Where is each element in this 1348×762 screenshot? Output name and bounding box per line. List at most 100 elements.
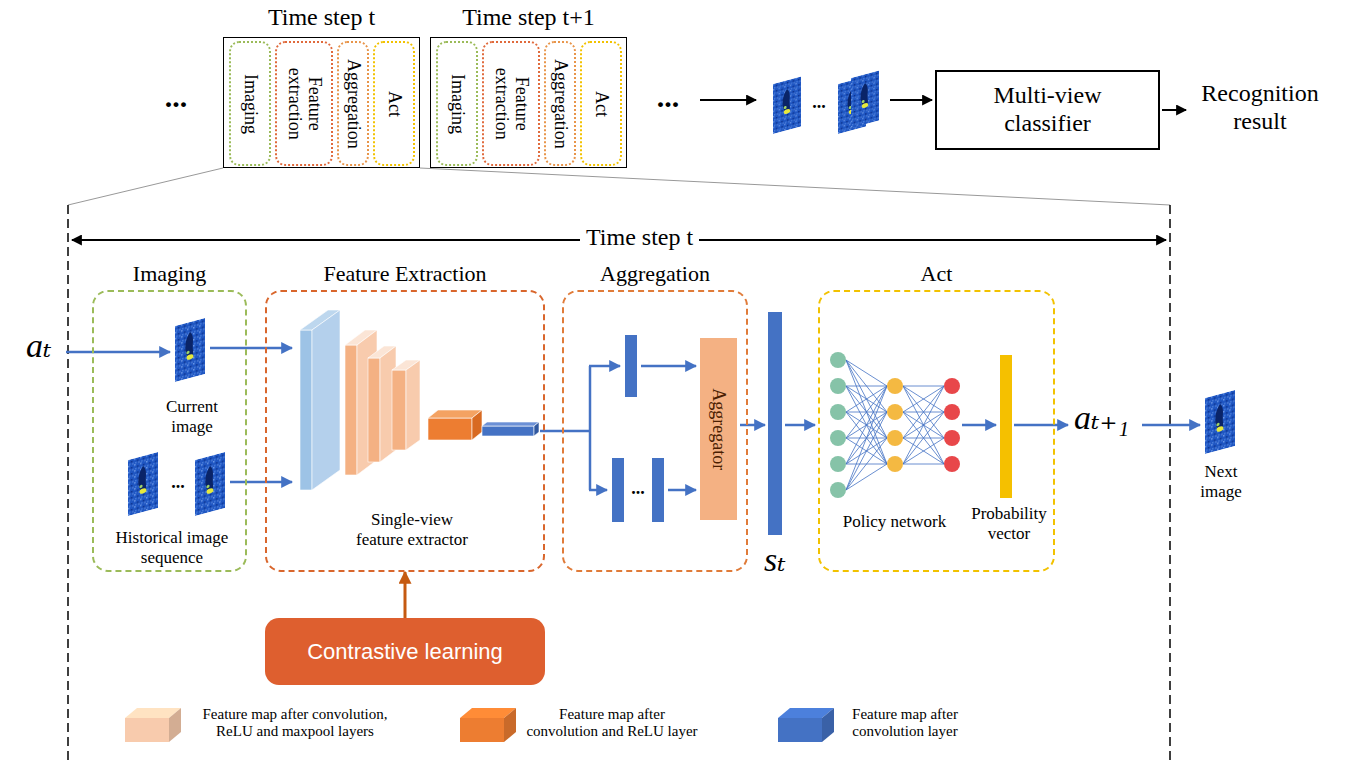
policy-network-figure-part — [1000, 355, 1012, 498]
policy-network-figure-part-part — [944, 378, 960, 394]
time-step-box: Time step t+1ImagingFeature extractionAg… — [430, 37, 627, 168]
policy-network-figure-part-part — [830, 456, 846, 472]
policy-network-figure-part-part — [830, 482, 846, 498]
node-label: Aggregator — [708, 388, 729, 470]
cnn-figure-part — [428, 418, 472, 440]
imaging-figure-part — [230, 481, 292, 484]
node-label: Multi-view classifier — [968, 82, 1128, 137]
stage-box: Aggregation — [337, 41, 369, 166]
stage-box: Feature extraction — [275, 41, 333, 166]
policy-network-figure-part — [830, 352, 846, 498]
policy-network-figure-part — [887, 378, 903, 472]
cnn-figure-part — [472, 410, 482, 440]
legend-cube — [460, 708, 516, 742]
policy-network-figure-part-part — [944, 456, 960, 472]
time-step-box: Time step tImagingFeature extractionAggr… — [223, 37, 420, 168]
imaging-figure-part — [66, 351, 170, 354]
stage-box: Imaging — [436, 41, 478, 166]
contrastive-box: Contrastive learning — [265, 618, 545, 685]
act-region: ActPolicy networkProbability vector — [818, 290, 1055, 572]
aggregation-figure-part — [768, 312, 782, 535]
node-label: Imaging — [447, 46, 467, 161]
legend-text: Feature map after convolution layer — [840, 706, 970, 741]
cnn-figure-part — [482, 426, 534, 436]
policy-network-figure-part-part — [830, 404, 846, 420]
zoom-lines-part — [67, 205, 69, 762]
policy-network-figure-part-part — [830, 430, 846, 446]
imaging-figure-part-part — [195, 452, 225, 516]
node-label: Contrastive learning — [307, 639, 503, 664]
policy-network-figure-part-part — [1205, 390, 1235, 454]
policy-network-figure-part-part — [830, 378, 846, 394]
stage-box: Imaging — [229, 41, 271, 166]
aggregation-region: AggregationAggregator — [562, 290, 748, 572]
node-label: Time step t — [194, 4, 449, 32]
cnn-figure — [300, 310, 539, 490]
span-label: Time step t — [580, 224, 699, 252]
legend-text: Feature map after convolution, ReLU and … — [190, 706, 400, 741]
policy-network-figure — [830, 352, 1235, 498]
zoom-lines-part — [68, 168, 223, 205]
legend-cube — [125, 708, 181, 742]
cnn-figure-part — [312, 310, 340, 490]
imaging-region: ImagingCurrent imageHistorical image seq… — [92, 290, 247, 572]
cnn-figure-part — [392, 370, 406, 450]
node-label: Feature extraction — [491, 46, 531, 161]
legend-text: Feature map after convolution and ReLU l… — [522, 706, 702, 741]
cnn-figure-part — [368, 358, 380, 462]
zoom-lines-part — [1169, 205, 1171, 762]
node-caption: Single-view feature extractor — [347, 510, 477, 549]
ellipsis: ... — [640, 80, 696, 115]
cnn-figure-part — [345, 345, 357, 475]
ellipsis: ... — [163, 472, 193, 493]
stage-box: Act — [580, 41, 622, 166]
policy-network-figure-part-part — [944, 430, 960, 446]
policy-network-figure-part — [1142, 424, 1200, 427]
ellipsis: ... — [626, 478, 650, 499]
cnn-figure-part — [482, 422, 539, 426]
aggregation-figure-part — [652, 458, 664, 522]
node-caption: Probability vector — [966, 504, 1052, 543]
feature-region: Feature ExtractionSingle-view feature ex… — [265, 290, 545, 572]
aggregation-figure-part — [612, 458, 624, 522]
stage-box: Act — [373, 41, 415, 166]
policy-network-figure-part — [1014, 424, 1068, 427]
aggregation-figure-part — [785, 424, 815, 427]
result-label: Recognition result — [1190, 80, 1330, 135]
legend-swatch — [460, 718, 504, 742]
ellipsis: ... — [804, 92, 834, 113]
zoom-lines — [68, 168, 1170, 762]
policy-network-figure-part-part — [887, 378, 903, 394]
stage-box: Feature extraction — [482, 41, 540, 166]
image-caption: Next image — [1188, 462, 1254, 501]
policy-network-figure-part-part — [887, 456, 903, 472]
node-caption: Historical image sequence — [107, 528, 237, 567]
state-symbol: sₜ — [764, 540, 786, 579]
legend-cube — [778, 708, 834, 742]
aggregation-figure-part — [740, 424, 765, 427]
cnn-figure-part — [406, 360, 420, 450]
aggregation-figure-part — [625, 335, 637, 397]
node-label: Act — [384, 46, 404, 161]
imaging-figure-part — [195, 452, 225, 516]
top-flow-part — [851, 70, 879, 128]
aggregation-figure-part — [589, 489, 607, 492]
aggregation-figure-part — [540, 430, 590, 433]
node-label: Aggregation — [534, 261, 776, 286]
legend-swatch — [125, 718, 169, 742]
ellipsis: ... — [148, 80, 204, 115]
policy-network-figure-part — [846, 360, 944, 490]
cnn-figure-part — [300, 330, 312, 490]
policy-network-figure-part-part — [830, 352, 846, 368]
imaging-figure-part — [128, 452, 158, 516]
node-label: Aggregation — [550, 46, 570, 161]
node-label: Act — [790, 261, 1083, 286]
node-label: Imaging — [240, 46, 260, 161]
arrow-connector — [404, 572, 407, 618]
node-label: Feature Extraction — [237, 261, 573, 286]
policy-network-figure-part — [944, 378, 960, 472]
node-label: Feature extraction — [284, 46, 324, 161]
node-label: Imaging — [64, 261, 275, 286]
